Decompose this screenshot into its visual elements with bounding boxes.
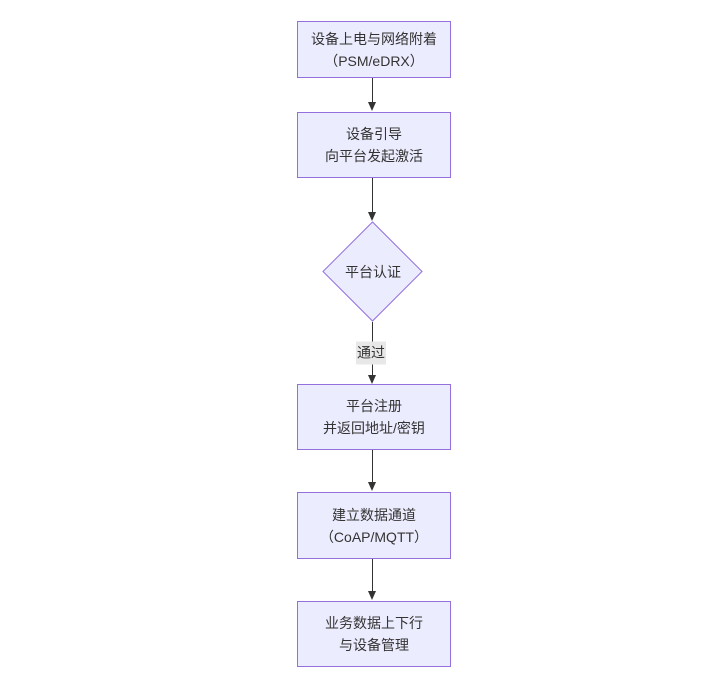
node-text-line: （CoAP/MQTT） <box>319 528 429 545</box>
arrow-down-icon <box>368 375 376 384</box>
arrow-down-icon <box>368 212 376 221</box>
node-text-line: 设备引导 <box>346 126 402 142</box>
node-device-bootstrap: 设备引导 向平台发起激活 <box>297 112 451 178</box>
node-text-line: 与设备管理 <box>339 637 409 653</box>
arrow-down-icon <box>368 482 376 491</box>
arrow-line <box>372 178 373 213</box>
arrow-down-icon <box>368 591 376 600</box>
node-text-line: 向平台发起激活 <box>325 148 423 164</box>
node-text-line: （PSM/eDRX） <box>324 52 424 69</box>
arrow-line <box>372 559 373 592</box>
edge-label-pass: 通过 <box>356 341 386 365</box>
node-data-channel: 建立数据通道 （CoAP/MQTT） <box>297 492 451 559</box>
node-text-line: 建立数据通道 <box>332 506 416 523</box>
node-text-line: 平台注册 <box>346 398 402 414</box>
node-text-line: 业务数据上下行 <box>325 615 423 631</box>
node-platform-register: 平台注册 并返回地址/密钥 <box>297 384 451 450</box>
node-text-line: 设备上电与网络附着 <box>311 30 437 47</box>
node-text-line: 并返回地址/密钥 <box>323 420 425 436</box>
arrow-line <box>372 78 373 103</box>
decision-label: 平台认证 <box>345 264 401 280</box>
node-power-network-attach: 设备上电与网络附着 （PSM/eDRX） <box>297 21 451 78</box>
node-business-data-mgmt: 业务数据上下行 与设备管理 <box>297 601 451 667</box>
arrow-down-icon <box>368 102 376 111</box>
arrow-line <box>372 450 373 483</box>
